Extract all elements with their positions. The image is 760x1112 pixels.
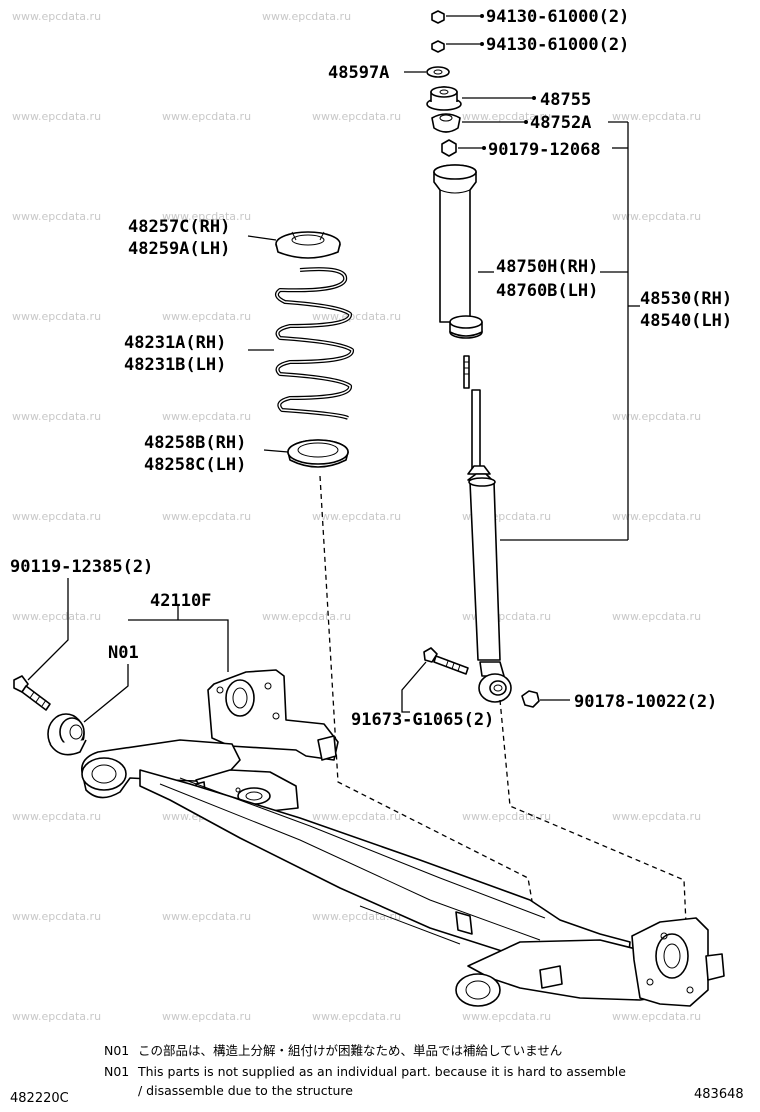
watermark: www.epcdata.ru (12, 410, 101, 423)
part-number-label[interactable]: 48760B(LH) (496, 281, 598, 301)
note-code: N01 (104, 1043, 129, 1058)
part-number-label[interactable]: 48258B(RH) (144, 433, 246, 453)
bolt-absorber[interactable] (401, 647, 469, 713)
watermark: www.epcdata.ru (612, 510, 701, 523)
watermark: www.epcdata.ru (12, 10, 101, 23)
watermark: www.epcdata.ru (462, 1010, 551, 1023)
part-number-label[interactable]: 48231A(RH) (124, 333, 226, 353)
part-number-label[interactable]: 48231B(LH) (124, 355, 226, 375)
illustration-code-left: 482220C (10, 1091, 69, 1106)
lower-spring-seat[interactable] (263, 439, 349, 468)
watermark: www.epcdata.ru (162, 510, 251, 523)
note-text-en: This parts is not supplied as an individ… (137, 1064, 626, 1079)
watermark: www.epcdata.ru (12, 810, 101, 823)
nut-absorber[interactable] (521, 690, 570, 708)
bushing[interactable] (47, 713, 87, 756)
washer[interactable] (404, 66, 450, 78)
part-number-label[interactable]: 90179-12068 (488, 140, 601, 160)
part-number-label[interactable]: 48755 (540, 90, 591, 110)
retainer[interactable] (431, 113, 528, 133)
watermark: www.epcdata.ru (162, 310, 251, 323)
part-number-label[interactable]: 48597A (328, 63, 389, 83)
part-number-label[interactable]: 90119-12385(2) (10, 557, 153, 577)
watermark: www.epcdata.ru (312, 310, 401, 323)
watermark: www.epcdata.ru (612, 610, 701, 623)
part-number-label[interactable]: 48257C(RH) (128, 217, 230, 237)
coil-spring[interactable] (248, 267, 354, 420)
notes: N01 この部品は、構造上分解・組付けが困難なため、単品では補給していません N… (104, 1043, 626, 1098)
watermark: www.epcdata.ru (612, 410, 701, 423)
watermark: www.epcdata.ru (612, 210, 701, 223)
part-number-label[interactable]: N01 (108, 643, 139, 663)
part-number-label[interactable]: 42110F (150, 591, 211, 611)
watermark: www.epcdata.ru (162, 1010, 251, 1023)
illustration-code-right: 483648 (694, 1087, 744, 1102)
watermark: www.epcdata.ru (612, 110, 701, 123)
watermark: www.epcdata.ru (162, 210, 251, 223)
watermark: www.epcdata.ru (462, 810, 551, 823)
watermark: www.epcdata.ru (312, 1010, 401, 1023)
watermark: www.epcdata.ru (12, 1010, 101, 1023)
part-number-label[interactable]: 48540(LH) (640, 311, 732, 331)
note-text-en-2: / disassemble due to the structure (138, 1083, 353, 1098)
support[interactable] (426, 86, 536, 111)
watermark: www.epcdata.ru (262, 10, 351, 23)
part-number-label[interactable]: 48530(RH) (640, 289, 732, 309)
watermark: www.epcdata.ru (612, 810, 701, 823)
watermark: www.epcdata.ru (162, 410, 251, 423)
watermark: www.epcdata.ru (312, 510, 401, 523)
axle-beam-leader-lines (27, 578, 229, 723)
part-number-label[interactable]: 91673-G1065(2) (351, 710, 494, 730)
part-number-label[interactable]: 94130-61000(2) (486, 7, 629, 27)
absorber-bracket-lines (500, 121, 640, 541)
watermark: www.epcdata.ru (162, 910, 251, 923)
watermark: www.epcdata.ru (12, 110, 101, 123)
nut-rod[interactable] (441, 139, 486, 157)
watermark: www.epcdata.ru (12, 210, 101, 223)
bolt-axle[interactable] (13, 675, 51, 711)
watermark: www.epcdata.ru (12, 910, 101, 923)
watermark: www.epcdata.ru (12, 610, 101, 623)
part-number-label[interactable]: 90178-10022(2) (574, 692, 717, 712)
part-number-label[interactable]: 48752A (530, 113, 591, 133)
watermark: www.epcdata.ru (462, 110, 551, 123)
nut-upper-1[interactable] (431, 10, 484, 24)
watermark: www.epcdata.ru (12, 510, 101, 523)
nut-upper-2[interactable] (431, 40, 484, 53)
watermark: www.epcdata.ru (312, 110, 401, 123)
part-number-label[interactable]: 48258C(LH) (144, 455, 246, 475)
dust-boot[interactable] (433, 164, 494, 339)
part-number-label[interactable]: 48750H(RH) (496, 257, 598, 277)
watermark: www.epcdata.ru (312, 810, 401, 823)
watermark: www.epcdata.ru (612, 1010, 701, 1023)
shock-absorber[interactable] (463, 355, 512, 703)
part-number-label[interactable]: 94130-61000(2) (486, 35, 629, 55)
watermark: www.epcdata.ru (262, 610, 351, 623)
upper-spring-seat[interactable] (247, 231, 341, 259)
note-code: N01 (104, 1064, 129, 1079)
watermark: www.epcdata.ru (162, 110, 251, 123)
part-number-label[interactable]: 48259A(LH) (128, 239, 230, 259)
axle-beam[interactable] (81, 669, 725, 1007)
note-text-jp: この部品は、構造上分解・組付けが困難なため、単品では補給していません (138, 1043, 562, 1058)
watermark: www.epcdata.ru (12, 310, 101, 323)
